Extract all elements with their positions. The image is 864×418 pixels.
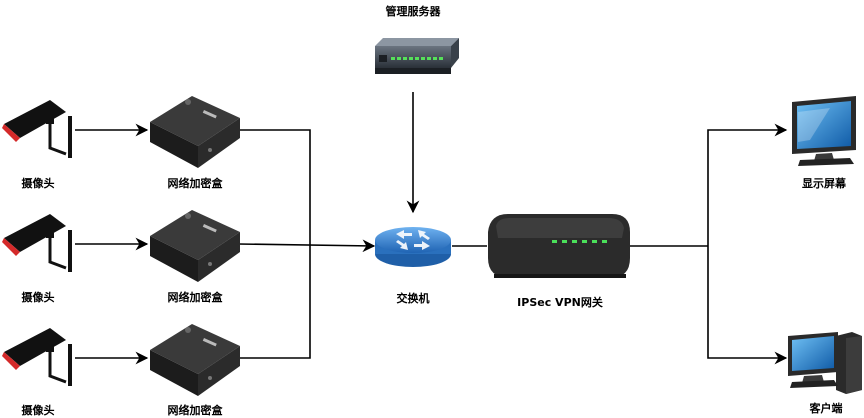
desktop-computer-icon bbox=[788, 332, 862, 394]
encryption-box-icon bbox=[150, 210, 240, 282]
camera-label: 摄像头 bbox=[21, 404, 55, 417]
cctv-camera-icon bbox=[2, 328, 72, 386]
encbox-label: 网络加密盒 bbox=[167, 404, 223, 417]
branch-to-client-arrow bbox=[707, 246, 788, 365]
camera-label: 摄像头 bbox=[21, 291, 55, 304]
encbox-label: 网络加密盒 bbox=[167, 177, 223, 190]
cctv-camera-icon bbox=[2, 214, 72, 272]
monitor-icon bbox=[792, 96, 856, 166]
encbox-1-to-switch-line bbox=[238, 129, 311, 246]
switch-label: 交换机 bbox=[396, 292, 430, 305]
branch-to-monitor-arrow bbox=[707, 123, 788, 246]
encryption-box-icon bbox=[150, 324, 240, 396]
server-label: 管理服务器 bbox=[385, 5, 441, 18]
network-switch-icon bbox=[375, 227, 451, 267]
encbox-3-to-switch-line bbox=[238, 246, 311, 359]
vpn-label: IPSec VPN网关 bbox=[517, 296, 603, 309]
cctv-camera-icon bbox=[2, 100, 72, 158]
client-label: 客户端 bbox=[809, 402, 843, 415]
monitor-label: 显示屏幕 bbox=[802, 177, 846, 190]
encryption-box-icon bbox=[150, 96, 240, 168]
encbox-label: 网络加密盒 bbox=[167, 291, 223, 304]
vpn-gateway-icon bbox=[488, 214, 630, 278]
rack-switch-icon bbox=[375, 38, 459, 74]
connectors bbox=[75, 92, 788, 365]
camera-label: 摄像头 bbox=[21, 177, 55, 190]
encbox-2-to-switch-arrow bbox=[237, 239, 376, 253]
